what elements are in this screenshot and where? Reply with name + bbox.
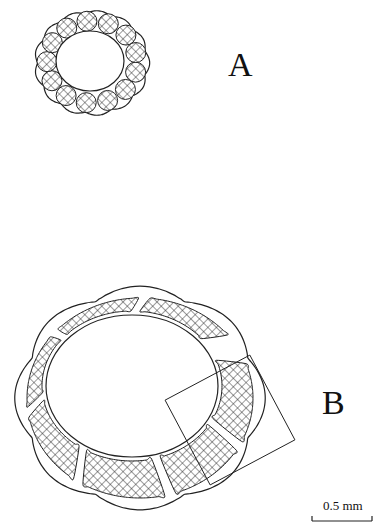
hatched-bundle xyxy=(37,52,57,72)
hatched-bundle xyxy=(126,43,146,63)
scale-tick xyxy=(371,516,372,521)
lumen xyxy=(56,31,124,91)
section-b xyxy=(15,286,295,510)
hatched-bundle xyxy=(56,86,76,106)
hatched-bundle xyxy=(98,90,118,110)
scale-bar xyxy=(312,516,372,521)
hatched-bundle xyxy=(98,14,118,34)
scale-label: 0.5 mm xyxy=(323,499,363,512)
outer-wall xyxy=(15,286,265,510)
hatched-bundle xyxy=(77,11,97,31)
hatched-bundle xyxy=(115,79,135,99)
scale-tick xyxy=(311,516,312,521)
detail-frame xyxy=(165,355,295,485)
hatched-bundle xyxy=(212,360,253,442)
hatched-bundle xyxy=(76,93,96,113)
figure-label: A xyxy=(228,48,253,82)
hatched-bundle xyxy=(126,62,146,82)
figure-label: B xyxy=(322,386,345,420)
outer-wall xyxy=(36,11,150,116)
hatched-bundle xyxy=(116,25,136,45)
scale-line xyxy=(312,520,372,521)
section-a xyxy=(36,11,150,116)
